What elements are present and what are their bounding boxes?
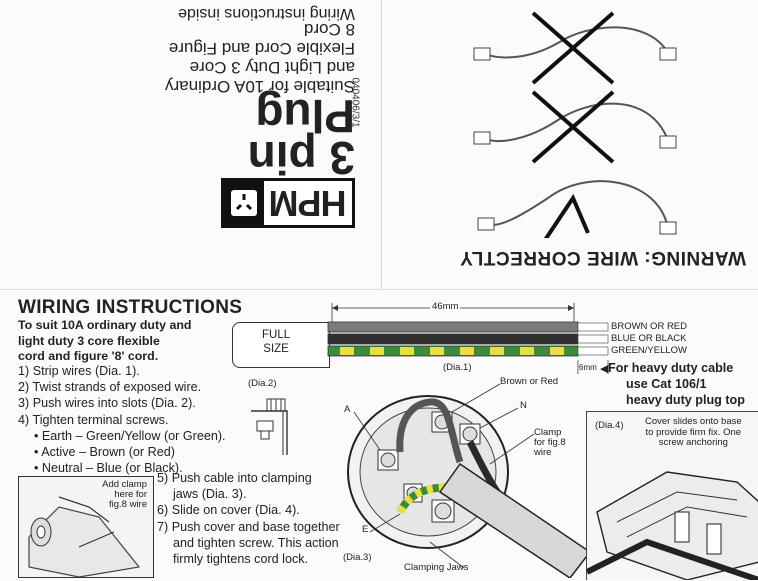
correct-wiring-tick [477,180,677,238]
cable-sheath [232,322,330,368]
intro-text: To suit 10A ordinary duty and light duty… [18,318,192,365]
step-item: 7) Push cover and base together [157,519,340,534]
warning-panel: WARNING: WIRE CORRECTLY [382,0,758,288]
brand-logo-text: HPM [269,183,347,224]
steps-list: 1) Strip wires (Dia. 1). 2) Twist strand… [18,363,226,476]
panel-fold-vertical [381,0,382,290]
dia4-note: Cover slides onto base to provide firm f… [645,416,742,449]
dia4-label: (Dia.4) [595,420,624,431]
warning-text: WARNING: WIRE CORRECTLY [459,247,746,268]
blue-wire [327,333,579,345]
step-item: • Earth – Green/Yellow (or Green). [34,428,226,443]
dia3-plug-base-drawing [347,383,592,578]
title-line-2: Plug [255,90,355,142]
clamp-line: for fig.8 [534,437,566,448]
step-item: 3) Push wires into slots (Dia. 2). [18,396,196,411]
wire-label-blue: BLUE OR BLACK [611,333,687,344]
brown-wire [327,321,579,333]
steps-list-continued: 5) Push cable into clamping jaws (Dia. 3… [157,470,340,567]
terminal-a-label: A [344,404,351,415]
heavy-duty-line: For heavy duty cable [608,361,734,375]
step-item: and tighten screw. This action [173,535,339,550]
clamp-line: Clamp [534,427,562,438]
dia1-label: (Dia.1) [443,362,472,373]
step-item: firmly tightens cord lock. [173,552,309,567]
terminal-n-label: N [520,400,527,411]
plug-wiring-examples [473,11,677,238]
suitable-line: and Light Duty 3 Core [189,58,355,77]
dia4-note-line: Cover slides onto base [645,416,742,427]
step-item: 2) Twist strands of exposed wire. [18,380,202,395]
full-size-label: FULL SIZE [262,328,290,356]
suitable-line: Suitable for 10A Ordinary [165,77,355,96]
incorrect-wiring-cross-2 [473,11,677,85]
dia2-label: (Dia.2) [248,378,277,389]
heavy-duty-line: heavy duty plug top [626,393,745,407]
wire-label-brown: BROWN OR RED [611,321,687,332]
dia4-cover-drawing [587,471,758,580]
title-line-1: 3 pin [247,132,355,184]
intro-line: To suit 10A ordinary duty and [18,318,192,332]
dia3-label: (Dia.3) [343,552,372,563]
hpm-logo: HPM [221,178,355,228]
dia4-note-line: screw anchoring [658,437,728,448]
terminal-e-label: E [362,524,369,535]
cover-panel: 040406/3/1 HPM 3 pin Plug Suitable for 1… [0,0,380,288]
incorrect-wiring-cross-1 [473,90,677,164]
wire-label-green-yellow: GREEN/YELLOW [611,345,688,356]
dia4-panel: (Dia.4) Cover slides onto base to provid… [586,411,758,580]
step-item: 1) Strip wires (Dia. 1). [18,364,140,378]
dia4-note-line: to provide firm fix. One [645,426,742,438]
clamp-note-line: here for [114,489,147,500]
clamp-line: wire [534,447,552,458]
heavy-duty-line: use Cat 106/1 [626,377,707,391]
intro-line: cord and figure '8' cord. [18,349,159,363]
step-item: 6) Slide on cover (Dia. 4). [157,503,300,518]
clamp-note-line: Add clamp [102,479,147,490]
clamp-illustration: Add clamp here for fig.8 wire [18,476,154,578]
suitable-line: 8 Cord [303,20,355,39]
clamp-fig8-label: Clamp for fig.8 wire [534,428,566,458]
wiring-heading: WIRING INSTRUCTIONS [18,297,243,318]
dim-6mm: 6mm [579,363,597,372]
suitable-text: Suitable for 10A Ordinary and Light Duty… [165,20,355,96]
clamping-jaws-label: Clamping Jaws [404,562,469,573]
dia1-wires-drawing [327,303,609,374]
green-yellow-wire [327,345,579,357]
clamp-drawing [28,496,141,577]
clamp-note: Add clamp here for fig.8 wire [102,480,147,510]
label-brown-or-red: Brown or Red [500,376,559,387]
dim-46mm: 46mm [430,301,461,312]
step-item: • Neutral – Blue (or Black). [34,461,183,476]
step-item: • Active – Brown (or Red) [34,445,175,460]
intro-line: light duty 3 core flexible [18,333,160,348]
step-item: 4) Tighten terminal screws. [18,412,169,427]
full-size-line: FULL [262,329,291,341]
arrow-left-icon: ◀ [600,363,609,375]
plug-socket-icon [224,181,264,225]
suitable-line: Flexible Cord and Figure [168,39,355,58]
step-item: jaws (Dia. 3). [173,487,247,502]
full-size-line: SIZE [263,343,289,355]
instructions-inside-text: Wiring instructions inside [178,5,355,22]
brown-wire-in-plug [396,398,464,464]
clamp-note-line: fig.8 wire [108,499,147,510]
panel-fold-horizontal [0,289,758,290]
step-item: 5) Push cable into clamping [157,471,312,485]
dia2-terminal-drawing [251,398,288,455]
heavy-duty-note: For heavy duty cable use Cat 106/1 heavy… [608,360,745,408]
